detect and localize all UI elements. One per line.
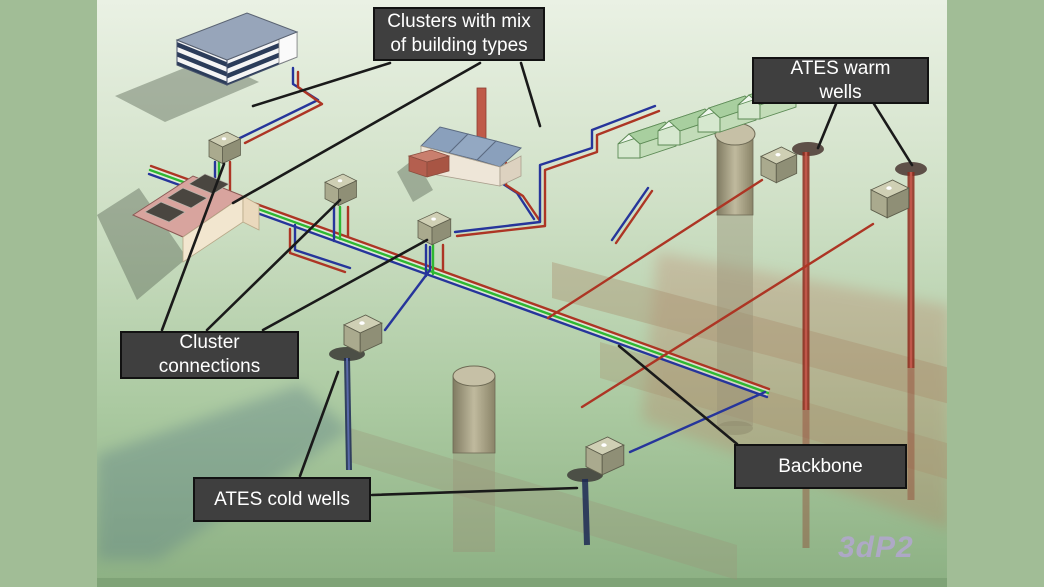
label-ates-cold-wells: ATES cold wells	[193, 477, 371, 522]
underground-well-columns	[453, 214, 915, 552]
hall-gable	[242, 195, 260, 231]
factory-annex	[407, 149, 451, 178]
leader-warm-well-1	[816, 102, 838, 150]
casing-1-bottom	[717, 421, 753, 435]
underground-pipe-band-1	[552, 262, 950, 404]
cold-well-1-highlight	[346, 357, 350, 471]
greenhouse-pipe-cold	[453, 104, 657, 234]
hall-roof-vents	[144, 173, 230, 223]
leader-lines	[160, 61, 914, 497]
office-pipe-warm	[243, 70, 324, 145]
bottom-edge-strip	[97, 578, 947, 587]
label-backbone: Backbone	[734, 444, 907, 489]
hall-pipe-cold	[293, 223, 352, 270]
leader-connections-box1	[160, 162, 226, 332]
watermark-logo: 3dP2	[838, 531, 914, 564]
leader-connections-box2	[205, 198, 342, 332]
well-columns	[344, 152, 915, 546]
warm-well-2-feed	[580, 222, 875, 409]
factory-shadow	[397, 158, 433, 202]
cold-well-1-feed	[383, 245, 432, 332]
label-clusters-with-mix: Clusters with mix of building types	[373, 7, 545, 61]
well-casing-1	[714, 122, 756, 216]
leader-connections-box3	[261, 238, 429, 332]
leader-clusters-factory	[519, 61, 542, 128]
leader-clusters-office	[251, 61, 392, 108]
greenhouse-pipe-cold-2	[610, 186, 650, 242]
well-casing-2	[452, 365, 496, 454]
cold-well-2-feed	[628, 390, 767, 454]
hall-pipe-warm	[288, 227, 347, 274]
casing-2-underground	[453, 452, 495, 552]
label-ates-warm-wells: ATES warm wells	[752, 57, 929, 104]
leader-backbone	[617, 344, 739, 446]
greenhouse-pipe-warm	[455, 109, 661, 238]
hall-shadow	[97, 188, 187, 300]
office-roof	[175, 12, 299, 61]
cold-plume	[97, 385, 350, 560]
cold-well-2-hole	[567, 468, 603, 482]
factory-building	[407, 87, 523, 187]
underground-pipe-band-3	[350, 428, 737, 580]
factory-wall-right	[499, 155, 522, 187]
bore-holes	[329, 142, 927, 482]
leader-cold-well-2	[370, 486, 579, 497]
office-building	[175, 12, 299, 86]
warehouse-building	[131, 173, 260, 263]
warm-well-1-hole	[792, 142, 824, 156]
warm-well-2-hole	[895, 162, 927, 176]
leader-clusters-hall	[231, 61, 482, 205]
label-cluster-connections: Cluster connections	[120, 331, 299, 379]
branch-pipes	[213, 66, 875, 454]
cold-well-2-pipe	[582, 478, 590, 546]
greenhouse-pipe-warm-2	[614, 189, 654, 245]
leader-warm-well-2	[872, 102, 914, 167]
leader-cold-well-1	[298, 370, 340, 478]
warm-well-1-feed	[546, 178, 764, 320]
